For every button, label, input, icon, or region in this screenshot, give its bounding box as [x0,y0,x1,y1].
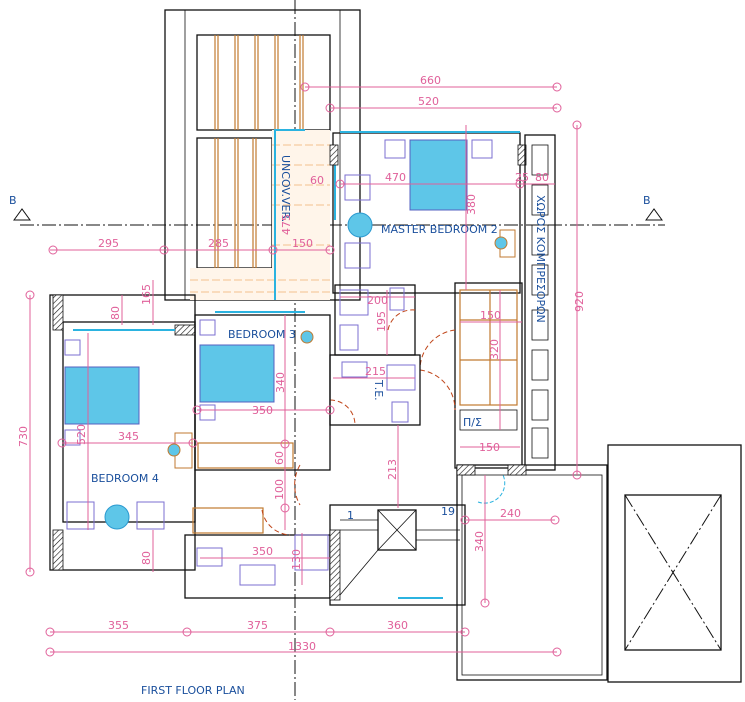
dim-150-shaft: 150 [479,441,500,454]
double-bed [199,344,275,403]
dim-730: 730 [17,426,30,447]
room-label-compressor: ΧΩΡΟΣ ΚΟΜΠΡΕΣΟΡΩΝ [534,195,547,323]
staircase: 1 19 [329,504,466,606]
dim-215: 215 [365,365,386,378]
round-table [347,212,373,238]
dim-25: 25 [515,171,529,184]
dim-520-b4: 520 [75,424,88,445]
dim-340-b3: 340 [274,372,287,393]
dim-1330: 1330 [288,640,316,653]
dim-80-top: 80 [535,171,549,184]
section-label-left: B [9,194,17,207]
dim-380: 380 [465,194,478,215]
master-bedroom: MASTER BEDROOM 2 [329,131,527,294]
double-bed [64,366,140,425]
dim-520: 520 [418,95,439,108]
dim-350-b3: 350 [252,404,273,417]
dim-80-left: 80 [109,306,122,320]
dim-920: 920 [573,291,586,312]
bedroom-4: BEDROOM 4 [49,294,264,571]
room-label-shaft: Π/Σ [463,416,482,429]
room-label-bedroom-3: BEDROOM 3 [228,328,296,341]
section-left-marker-icon [13,208,31,221]
dim-165: 165 [140,284,153,305]
section-label-right: B [643,194,651,207]
dim-660: 660 [420,74,441,87]
dim-295: 295 [98,237,119,250]
dim-240: 240 [500,507,521,520]
dim-130: 130 [290,549,303,570]
dim-355: 355 [108,619,129,632]
room-label-veranda: UNCOV.VER. [279,155,292,222]
section-right-marker-icon [645,208,663,221]
dim-200: 200 [367,294,388,307]
dim-195: 195 [375,311,388,332]
dim-100: 100 [273,479,286,500]
hall-bathroom [184,464,331,599]
dim-320: 320 [488,339,501,360]
dim-60: 60 [310,174,324,187]
dim-213: 213 [386,459,399,480]
bedroom-3: BEDROOM 3 [174,311,331,471]
plan-title: FIRST FLOOR PLAN [141,684,245,697]
dim-285: 285 [208,237,229,250]
dim-350-bath: 350 [252,545,273,558]
stair-end-label: 19 [441,505,455,518]
dim-470: 470 [385,171,406,184]
dim-150: 150 [292,237,313,250]
compressor-room: ΧΩΡΟΣ ΚΟΜΠΡΕΣΟΡΩΝ [524,134,556,471]
room-label-master-bedroom: MASTER BEDROOM 2 [381,223,498,236]
dim-60-b: 60 [273,451,286,465]
dim-475: 475 [280,214,293,235]
dim-80-bot: 80 [140,551,153,565]
stair-start-label: 1 [347,509,354,522]
double-bed [409,139,468,211]
dim-345: 345 [118,430,139,443]
bathrooms: Τ.Ε. [329,284,421,426]
dim-360: 360 [387,619,408,632]
dim-150-wardrobe: 150 [480,309,501,322]
room-label-wc: Τ.Ε. [372,379,385,401]
dimension-lines [25,82,582,657]
dimension-labels: 660 520 920 295 285 150 60 475 470 380 2… [17,74,586,653]
dim-340-balcony: 340 [473,531,486,552]
dim-375: 375 [247,619,268,632]
room-label-bedroom-4: BEDROOM 4 [91,472,159,485]
walk-in-closet: Π/Σ [419,282,523,469]
pergola-block [164,9,361,301]
balcony [456,444,742,683]
